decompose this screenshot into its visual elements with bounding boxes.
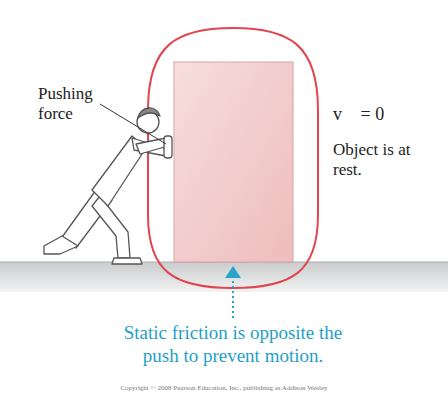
system-outline (148, 28, 318, 288)
velocity-label: v⃗ = 0⃗ (333, 104, 423, 126)
friction-note: Static friction is opposite the push to … (112, 322, 354, 368)
rest-note: Object is at rest. (333, 140, 411, 181)
force-label: Pushing force (38, 84, 118, 125)
friction-arrowhead (225, 266, 241, 278)
friction-arrow (232, 276, 234, 318)
leader-line (100, 104, 166, 144)
copyright-watermark: Copyright © 2008 Pearson Education, Inc.… (8, 384, 440, 392)
person-figure (44, 108, 172, 264)
object-box (174, 62, 293, 262)
